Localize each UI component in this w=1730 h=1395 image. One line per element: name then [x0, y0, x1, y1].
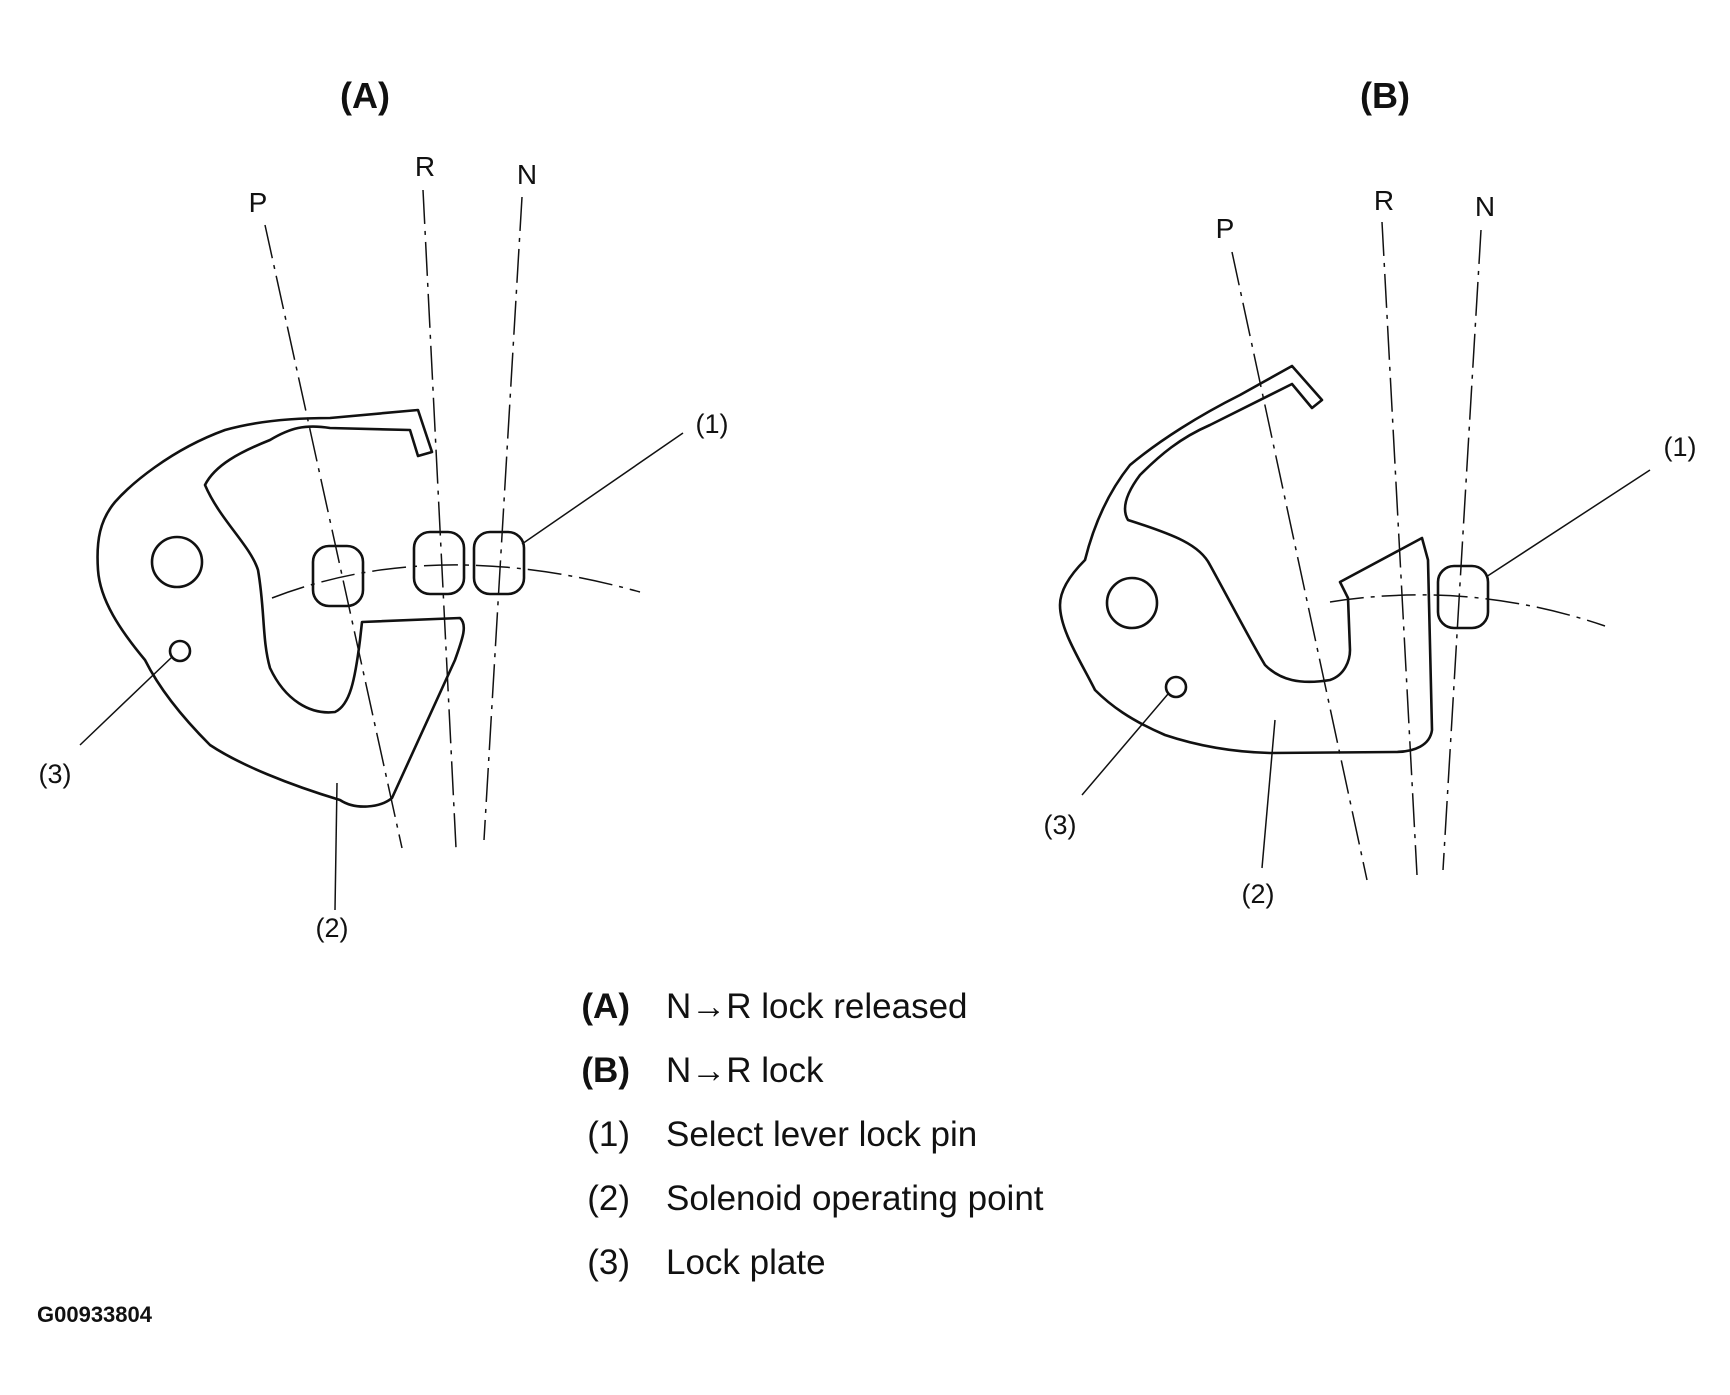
panel-a-p-position-line: [264, 224, 403, 849]
panel-b-n-position-line: [1442, 229, 1482, 871]
legend-item: (B) N→R lock: [540, 1039, 1044, 1103]
panel-b-callout-3-leader: [1081, 693, 1169, 796]
panel-b-lock-plate: [1058, 364, 1434, 755]
panel-b-title: (B): [1360, 75, 1410, 116]
panel-b-callout-3: (3): [1044, 810, 1077, 840]
panel-b-callout-2-leader: [1261, 719, 1276, 869]
panel-a-callout-1: (1): [696, 409, 729, 439]
panel-a-lever-travel-arc: [271, 564, 641, 599]
panel-b-small-hole: [1164, 675, 1188, 699]
legend-item: (1) Select lever lock pin: [540, 1103, 1044, 1167]
panel-b-callout-1: (1): [1664, 432, 1697, 462]
legend-text: N→R lock released: [666, 987, 968, 1026]
legend-text: Lock plate: [666, 1243, 826, 1282]
legend: (A) N→R lock released (B) N→R lock (1) S…: [540, 975, 1044, 1295]
panel-a-callout-2-leader: [334, 782, 338, 911]
panel-a-lock-plate: [96, 408, 466, 808]
panel-b-pivot-hole: [1105, 576, 1159, 630]
panel-a-lock-pin-r: [412, 530, 466, 596]
panel-a-position-p: P: [249, 187, 268, 218]
legend-item: (3) Lock plate: [540, 1231, 1044, 1295]
legend-item: (2) Solenoid operating point: [540, 1167, 1044, 1231]
panel-a-pivot-hole: [150, 535, 204, 589]
panel-a-lock-pin-p: [311, 544, 365, 608]
panel-b: (B) P R N (1) (2) (3): [1044, 75, 1697, 909]
panel-a-position-n: N: [517, 159, 537, 190]
panel-a-small-hole: [168, 639, 192, 663]
legend-key: (3): [587, 1243, 630, 1282]
panel-b-lock-pin-n: [1436, 564, 1490, 630]
figure-id: G00933804: [37, 1302, 152, 1327]
legend-key: (1): [587, 1115, 630, 1154]
panel-a-n-position-line: [483, 196, 523, 841]
panel-b-position-n: N: [1475, 191, 1495, 222]
panel-b-callout-2: (2): [1242, 879, 1275, 909]
panel-b-position-r: R: [1374, 185, 1394, 216]
panel-b-lever-travel-arc: [1329, 594, 1606, 627]
legend-key: (B): [581, 1051, 630, 1090]
panel-b-p-position-line: [1231, 251, 1368, 881]
legend-text: N→R lock: [666, 1051, 824, 1090]
panel-a-callout-2: (2): [316, 913, 349, 943]
panel-a: (A) P R N (1) (2) (3): [39, 75, 729, 943]
legend-item: (A) N→R lock released: [540, 975, 1044, 1039]
panel-b-r-position-line: [1381, 221, 1418, 876]
legend-text: Solenoid operating point: [666, 1179, 1044, 1218]
panel-a-lock-pin-n: [472, 530, 526, 596]
panel-a-callout-1-leader: [521, 432, 684, 545]
panel-b-callout-1-leader: [1485, 469, 1651, 578]
panel-a-callout-3: (3): [39, 759, 72, 789]
legend-key: (2): [587, 1179, 630, 1218]
panel-a-r-position-line: [422, 189, 457, 849]
legend-text: Select lever lock pin: [666, 1115, 978, 1154]
legend-key: (A): [581, 987, 630, 1026]
panel-a-position-r: R: [415, 151, 435, 182]
panel-a-callout-3-leader: [79, 656, 173, 746]
panel-b-position-p: P: [1216, 213, 1235, 244]
panel-a-title: (A): [340, 75, 390, 116]
